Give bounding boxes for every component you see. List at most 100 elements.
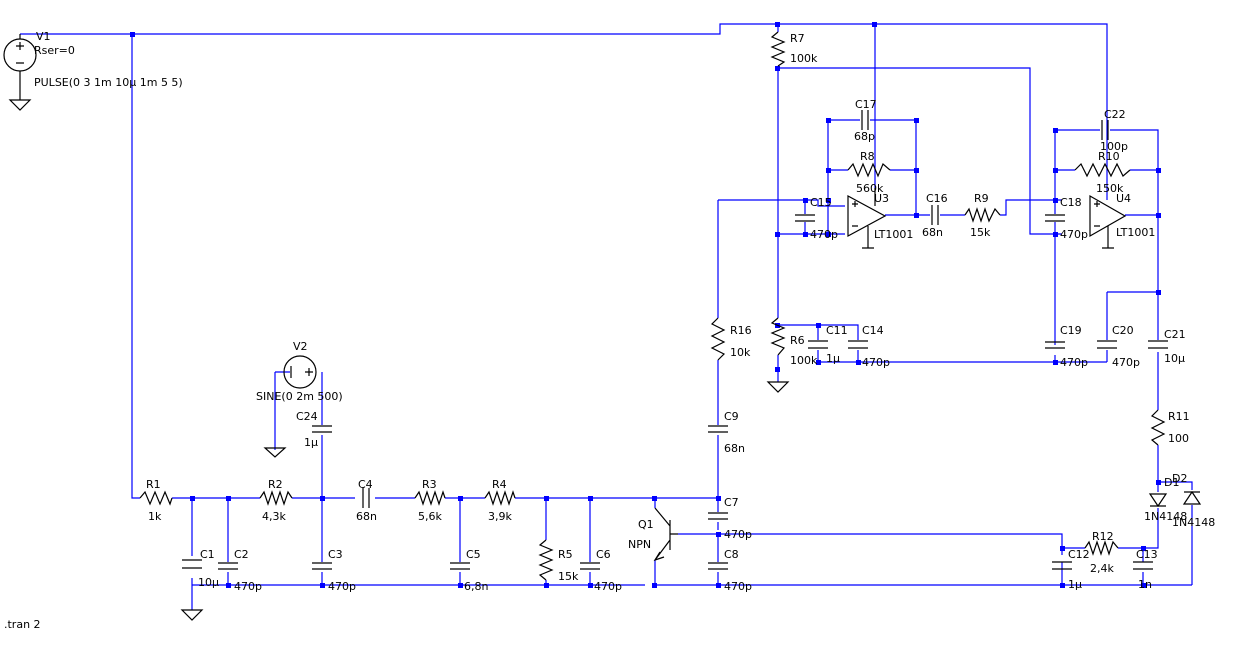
- c12-symbol: [1052, 561, 1072, 570]
- c24-value: 1µ: [304, 436, 318, 449]
- r5-name: R5: [558, 548, 573, 561]
- r10-value: 150k: [1096, 182, 1124, 195]
- r8-value: 560k: [856, 182, 884, 195]
- c1-name: C1: [200, 548, 215, 561]
- u3-value: LT1001: [874, 228, 913, 241]
- c6-symbol: [580, 562, 600, 570]
- r2-value: 4,3k: [262, 510, 286, 523]
- c19-symbol: [1045, 341, 1065, 349]
- r1-value: 1k: [148, 510, 162, 523]
- d2-value: 1N4148: [1172, 516, 1215, 529]
- c13-symbol: [1133, 561, 1153, 570]
- v2-name: V2: [293, 340, 308, 353]
- c16-symbol: [931, 205, 939, 225]
- r16-name: R16: [730, 324, 752, 337]
- c11-name: C11: [826, 324, 848, 337]
- c7-name: C7: [724, 496, 739, 509]
- r2-symbol: [259, 490, 293, 506]
- v2-value: SINE(0 2m 500): [256, 390, 343, 403]
- r8-symbol: [847, 162, 891, 178]
- c1-symbol: [182, 559, 202, 569]
- c1-value: 10µ: [198, 576, 219, 589]
- r1-symbol: [139, 490, 173, 506]
- c17-value: 68p: [854, 130, 875, 143]
- r5-symbol: [538, 539, 554, 581]
- c7-value: 470p: [724, 528, 752, 541]
- c11-symbol: [808, 340, 828, 349]
- r1-name: R1: [146, 478, 161, 491]
- r11-value: 100: [1168, 432, 1189, 445]
- r16-symbol: [710, 317, 726, 361]
- r12-symbol: [1084, 540, 1119, 556]
- r7-symbol: [770, 31, 786, 67]
- c2-name: C2: [234, 548, 249, 561]
- r9-name: R9: [974, 192, 989, 205]
- c17-name: C17: [855, 98, 877, 111]
- gnd-c1: [180, 609, 204, 621]
- c9-name: C9: [724, 410, 739, 423]
- c20-symbol: [1097, 340, 1117, 349]
- c3-value: 470p: [328, 580, 356, 593]
- v2-symbol: [263, 355, 317, 458]
- d2-name: D2: [1172, 472, 1187, 485]
- r6-value: 100k: [790, 354, 818, 367]
- c16-name: C16: [926, 192, 948, 205]
- v1-params: Rser=0: [34, 44, 75, 57]
- c13-name: C13: [1136, 548, 1158, 561]
- spice-directive: .tran 2: [4, 618, 41, 631]
- d2-diode-symbol: [1182, 490, 1202, 505]
- c11-value: 1µ: [826, 352, 840, 365]
- r4-name: R4: [492, 478, 507, 491]
- c14-value: 470p: [862, 356, 890, 369]
- c7-symbol: [708, 512, 728, 520]
- c4-value: 68n: [356, 510, 377, 523]
- v1-name: V1: [36, 30, 51, 43]
- d1-diode-symbol: [1148, 493, 1168, 508]
- c5-symbol: [450, 562, 470, 570]
- c22-symbol: [1101, 120, 1109, 140]
- c14-symbol: [848, 340, 868, 349]
- r10-symbol: [1074, 162, 1131, 178]
- c12-value: 1µ: [1068, 578, 1082, 591]
- d1-value: 1N4148: [1144, 510, 1187, 523]
- u3-opamp-symbol: [847, 188, 887, 249]
- c12-name: C12: [1068, 548, 1090, 561]
- c5-name: C5: [466, 548, 481, 561]
- c8-value: 470p: [724, 580, 752, 593]
- c24-symbol: [312, 425, 332, 433]
- r5-value: 15k: [558, 570, 579, 583]
- c6-value: 470p: [594, 580, 622, 593]
- c18-value: 470p: [1060, 228, 1088, 241]
- v1-symbol: [3, 34, 37, 111]
- c22-value: 100p: [1100, 140, 1128, 153]
- r8-name: R8: [860, 150, 875, 163]
- r9-symbol: [964, 207, 1001, 223]
- r16-value: 10k: [730, 346, 751, 359]
- gnd-r6: [766, 381, 790, 393]
- q1-value: NPN: [628, 538, 651, 551]
- c15-value: 470p: [810, 228, 838, 241]
- u4-value: LT1001: [1116, 226, 1155, 239]
- v1-value: PULSE(0 3 1m 10µ 1m 5 5): [34, 76, 183, 89]
- c17-symbol: [861, 110, 869, 130]
- c21-value: 10µ: [1164, 352, 1185, 365]
- c3-symbol: [312, 562, 332, 570]
- r2-name: R2: [268, 478, 283, 491]
- c20-value: 470p: [1112, 356, 1140, 369]
- q1-name: Q1: [638, 518, 654, 531]
- r6-name: R6: [790, 334, 805, 347]
- r7-name: R7: [790, 32, 805, 45]
- c18-name: C18: [1060, 196, 1082, 209]
- c8-name: C8: [724, 548, 739, 561]
- c21-symbol: [1148, 340, 1168, 349]
- c22-name: C22: [1104, 108, 1126, 121]
- q1-transistor-symbol: [653, 507, 678, 562]
- c13-value: 1n: [1138, 578, 1152, 591]
- c19-name: C19: [1060, 324, 1082, 337]
- labels: V1 Rser=0 PULSE(0 3 1m 10µ 1m 5 5) V2 SI…: [4, 30, 1215, 631]
- c15-name: C15: [810, 196, 832, 209]
- u4-opamp-symbol: [1089, 194, 1127, 249]
- r12-name: R12: [1092, 530, 1114, 543]
- r12-value: 2,4k: [1090, 562, 1114, 575]
